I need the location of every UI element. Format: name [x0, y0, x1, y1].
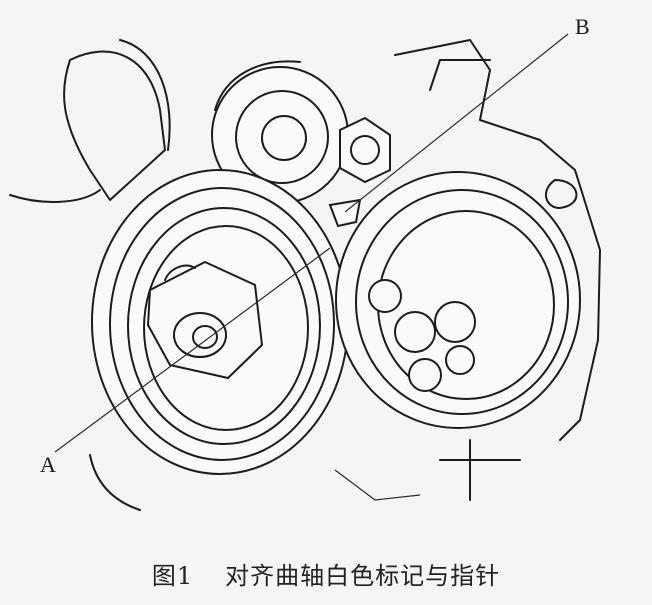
engine-block-outline — [9, 39, 601, 511]
leader-line-b — [344, 33, 569, 213]
figure-caption: 图1 对齐曲轴白色标记与指针 — [0, 556, 652, 591]
crankshaft-pulley-icon — [91, 169, 349, 475]
idler-pulley-icon — [335, 171, 581, 429]
caption-text: 对齐曲轴白色标记与指针 — [225, 562, 501, 590]
tensioner-pulley-icon — [211, 60, 391, 204]
leader-line-a — [54, 247, 331, 453]
caption-number: 图1 — [151, 562, 194, 590]
callout-label-b: B — [575, 14, 590, 39]
callout-label-a: A — [40, 452, 56, 477]
engine-pulley-illustration — [9, 33, 601, 511]
